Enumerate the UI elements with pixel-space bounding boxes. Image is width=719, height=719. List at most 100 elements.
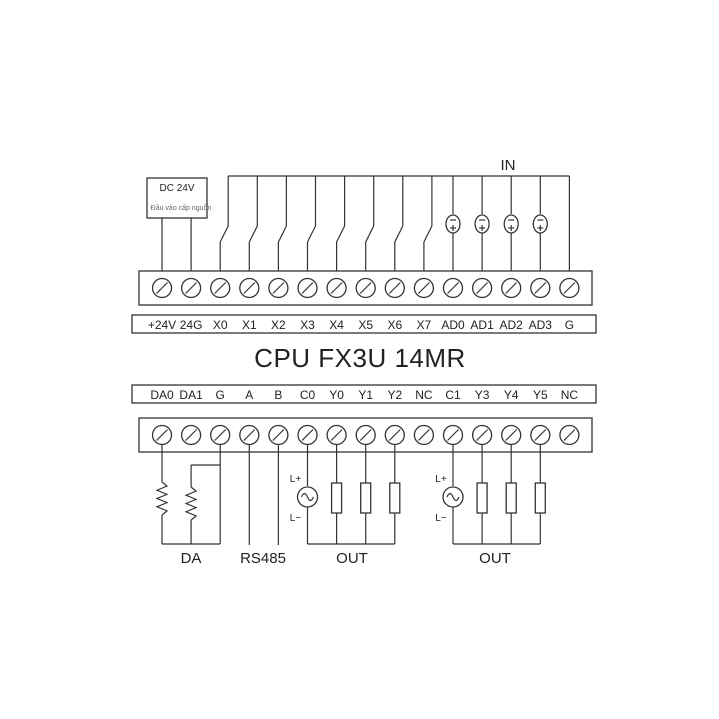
bottom-screw-slot [272, 429, 285, 441]
bottom-screw-slot [417, 429, 430, 441]
bottom-terminal-label: Y0 [329, 388, 344, 402]
top-screw-slot [447, 282, 459, 294]
top-screw-slot [505, 282, 518, 294]
top-terminal-label: AD0 [441, 318, 465, 332]
ac-line-minus-label: L− [435, 513, 447, 524]
group-label-out-1: OUT [336, 550, 368, 567]
top-screw-slot [156, 282, 168, 294]
power-box-note: Đầu vào cấp nguồn [151, 203, 212, 212]
bottom-screw-slot [563, 429, 576, 441]
switch-contact [248, 225, 258, 243]
top-terminal-label: X5 [358, 318, 373, 332]
load-icon [330, 482, 343, 514]
top-terminal-labels: +24V 24G X0 X1 X2 X3 X4 X5 X6 X7 AD0 AD1 AD2 AD3 G [148, 318, 574, 332]
bottom-screw-slot [330, 429, 343, 441]
power-box-frame [146, 177, 208, 219]
top-terminal-label: G [565, 318, 574, 332]
bottom-screw-slot [505, 429, 518, 441]
top-terminal-label: 24G [180, 318, 203, 332]
top-terminal-label: AD1 [470, 318, 494, 332]
top-screw-slot [301, 282, 314, 294]
load-icon [534, 482, 546, 514]
switch-contact [423, 225, 433, 243]
top-terminal-label: X2 [271, 318, 286, 332]
bottom-terminal-label: Y5 [533, 388, 548, 402]
top-screw-slot [214, 282, 227, 294]
bottom-terminal-label: C1 [445, 388, 461, 402]
switch-contact [336, 225, 346, 243]
load-icon [505, 482, 517, 514]
input-section-label: IN [501, 157, 516, 174]
top-screw-row [151, 277, 580, 299]
top-label-strip [131, 314, 597, 334]
resistor-icon [184, 486, 198, 521]
ac-line-minus-label: L− [290, 513, 302, 524]
group-label-out-2: OUT [479, 550, 511, 567]
bottom-screw-slot [476, 429, 489, 441]
device-title: CPU FX3U 14MR [254, 343, 466, 373]
bottom-terminal-label: NC [415, 388, 433, 402]
switch-contact [394, 225, 404, 243]
ac-line-plus-label: L+ [290, 474, 302, 485]
bottom-screw-slot [156, 429, 168, 441]
top-terminal-label: X6 [387, 318, 402, 332]
top-terminal-label: AD2 [500, 318, 524, 332]
bottom-terminal-label: Y2 [387, 388, 402, 402]
resistor-icon [155, 481, 169, 516]
power-box-label: DC 24V [159, 183, 194, 194]
top-screw-slot [185, 282, 198, 294]
bottom-screw-slot [447, 429, 459, 441]
top-screw-slot [476, 282, 489, 294]
ac-wave [446, 492, 460, 502]
top-terminal-label: X7 [417, 318, 432, 332]
group-label-rs485: RS485 [240, 550, 286, 567]
bottom-label-strip [131, 384, 597, 404]
top-screw-slot [563, 282, 576, 294]
switch-contact [219, 225, 229, 243]
ac-line-plus-label: L+ [435, 474, 447, 485]
top-screw-slot [359, 282, 372, 294]
top-screw-slot [417, 282, 430, 294]
bottom-terminal-label: Y1 [358, 388, 373, 402]
load-icon [389, 482, 401, 514]
bottom-terminal-label: C0 [300, 388, 316, 402]
bottom-terminal-label: DA1 [179, 388, 203, 402]
bottom-screw-slot [534, 429, 547, 441]
top-screw-slot [243, 282, 256, 294]
bottom-screw-slot [214, 429, 227, 441]
top-terminal-label: X1 [242, 318, 257, 332]
top-screw-slot [388, 282, 401, 294]
output-wiring: L+ L− L+ L− [155, 445, 546, 545]
top-terminal-label: +24V [148, 318, 176, 332]
switch-contact [365, 225, 375, 243]
bottom-screw-slot [359, 429, 372, 441]
load-icon [476, 482, 488, 514]
bottom-screw-slot [388, 429, 401, 441]
top-screw-slot [272, 282, 285, 294]
top-terminal-label: X0 [213, 318, 228, 332]
bottom-terminal-label: G [216, 388, 225, 402]
bottom-terminal-label: DA0 [150, 388, 174, 402]
bottom-terminal-label: Y4 [504, 388, 519, 402]
top-terminal-label: AD3 [529, 318, 553, 332]
bottom-screw-slot [185, 429, 198, 441]
load-icon [360, 482, 372, 514]
top-screw-slot [330, 282, 343, 294]
switch-contact [306, 225, 317, 243]
top-screw-slot [534, 282, 547, 294]
bottom-screw-row [151, 424, 580, 446]
input-wiring [161, 175, 571, 278]
bottom-terminal-label: B [274, 388, 282, 402]
switch-contact [277, 225, 287, 243]
top-terminal-label: X4 [329, 318, 344, 332]
top-terminal-label: X3 [300, 318, 315, 332]
group-label-da: DA [181, 550, 202, 567]
dc-24v-power-box: DC 24V Đầu vào cấp nguồn [146, 177, 212, 219]
bottom-screw-slot [243, 429, 256, 441]
bottom-screw-slot [301, 429, 314, 441]
ac-wave [300, 492, 315, 502]
bottom-terminal-label: NC [561, 388, 579, 402]
bottom-terminal-label: A [245, 388, 253, 402]
